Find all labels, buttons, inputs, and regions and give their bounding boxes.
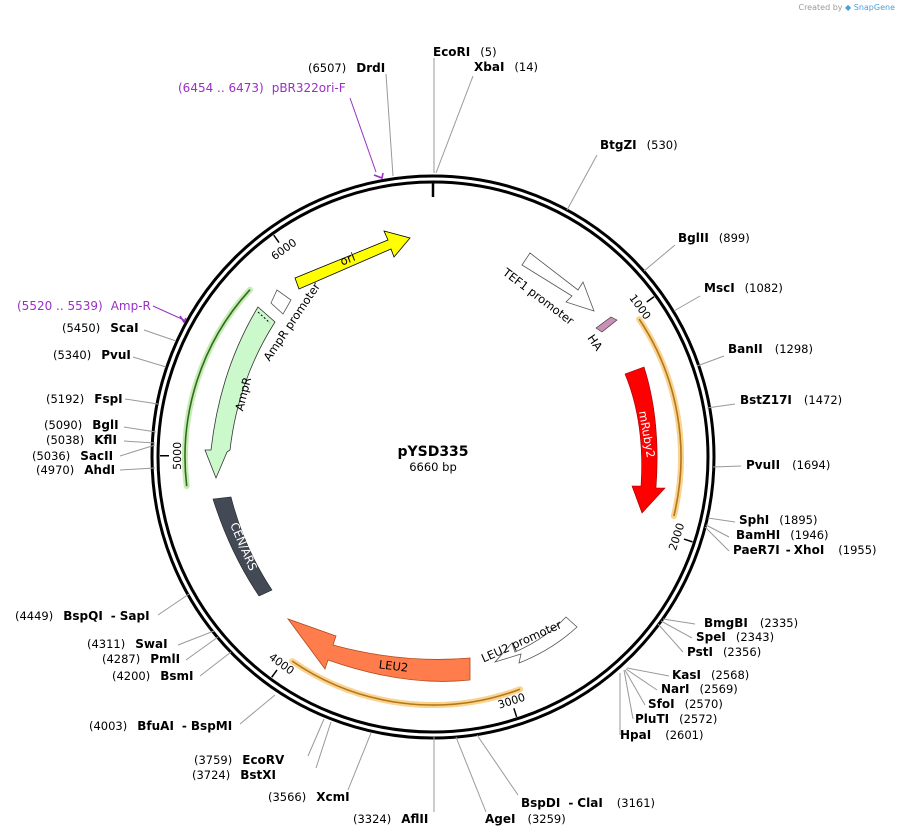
site-bgli[interactable]: (5090)BglI bbox=[44, 418, 119, 432]
tick-label-6000: 6000 bbox=[269, 236, 299, 263]
site-bglii[interactable]: BglII(899) bbox=[678, 231, 750, 245]
feature-highlights bbox=[182, 286, 684, 708]
feature-ori[interactable] bbox=[294, 230, 411, 290]
site-sacii[interactable]: (5036)SacII bbox=[32, 449, 113, 463]
site-hpai[interactable]: HpaI(2601) bbox=[620, 728, 703, 742]
site-scai[interactable]: (5450)ScaI bbox=[62, 321, 139, 335]
label-ha: HA bbox=[585, 332, 606, 354]
site-leader-lines bbox=[119, 58, 742, 813]
feature-ampr-promoter[interactable] bbox=[270, 289, 292, 315]
feature-leu2-promoter[interactable] bbox=[493, 616, 578, 664]
plasmid-length: 6660 bp bbox=[409, 460, 457, 474]
feature-mruby2[interactable] bbox=[624, 366, 666, 514]
tick-6000 bbox=[273, 234, 280, 243]
tick-label-1000: 1000 bbox=[626, 292, 653, 322]
site-pvuii[interactable]: PvuII(1694) bbox=[746, 458, 830, 472]
ampr-junction bbox=[257, 311, 271, 324]
tick-4000 bbox=[271, 669, 278, 678]
tick-label-5000: 5000 bbox=[171, 442, 184, 470]
primer-pbr322ori-f[interactable]: (6454 .. 6473)pBR322ori-F bbox=[178, 81, 346, 95]
site-spei[interactable]: SpeI(2343) bbox=[696, 630, 774, 644]
site-bsmi[interactable]: (4200)BsmI bbox=[112, 669, 194, 683]
credit-text: Created by bbox=[798, 3, 843, 12]
features bbox=[204, 230, 666, 682]
tick-2000 bbox=[683, 538, 693, 543]
backbone bbox=[150, 174, 716, 740]
site-msci[interactable]: MscI(1082) bbox=[704, 281, 783, 295]
site-bmgbi[interactable]: BmgBI(2335) bbox=[704, 616, 798, 630]
backbone-outer bbox=[150, 174, 716, 740]
site-nari[interactable]: NarI(2569) bbox=[661, 682, 738, 696]
primer-markers bbox=[152, 97, 384, 324]
site-swai[interactable]: (4311)SwaI bbox=[87, 637, 168, 651]
site-drdi[interactable]: (6507)DrdI bbox=[308, 61, 385, 75]
site-bamhi[interactable]: BamHI(1946) bbox=[736, 528, 829, 542]
site-paer7i-xhoi[interactable]: PaeR7I-XhoI(1955) bbox=[733, 543, 877, 557]
site-bstz17i[interactable]: BstZ17I(1472) bbox=[740, 393, 842, 407]
site-xcmi[interactable]: (3566)XcmI bbox=[268, 790, 350, 804]
site-kfli[interactable]: (5038)KflI bbox=[46, 433, 117, 447]
highlight-leu2 bbox=[291, 660, 521, 706]
site-ecori[interactable]: EcoRI(5) bbox=[433, 45, 497, 59]
site-bstxi[interactable]: (3724)BstXI bbox=[192, 768, 276, 782]
highlight-ampr bbox=[184, 289, 251, 487]
site-pluti[interactable]: PluTI(2572) bbox=[635, 712, 717, 726]
primer-amp-r[interactable]: (5520 .. 5539)Amp-R bbox=[17, 299, 151, 313]
site-bspdi-clai[interactable]: BspDI-ClaI(3161) bbox=[521, 796, 655, 810]
label-ori: ori bbox=[338, 250, 357, 269]
site-sfoi[interactable]: SfoI(2570) bbox=[648, 697, 723, 711]
site-banii[interactable]: BanII(1298) bbox=[728, 342, 813, 356]
plasmid-name: pYSD335 bbox=[397, 444, 468, 460]
site-btgzi[interactable]: BtgZI(530) bbox=[600, 138, 678, 152]
feature-cen-ars[interactable] bbox=[212, 496, 273, 597]
tick-3000 bbox=[513, 708, 518, 718]
highlight-mruby2 bbox=[638, 318, 682, 517]
credit-brand: SnapGene bbox=[853, 3, 895, 12]
feature-ampr[interactable] bbox=[204, 306, 276, 480]
site-aflii[interactable]: (3324)AflII bbox=[353, 812, 428, 826]
site-sphi[interactable]: SphI(1895) bbox=[739, 513, 818, 527]
snapgene-credit: Created by ◆ SnapGene bbox=[798, 3, 895, 12]
site-ecorv[interactable]: (3759)EcoRV bbox=[194, 753, 285, 767]
site-psti[interactable]: PstI(2356) bbox=[687, 645, 761, 659]
site-pmli[interactable]: (4287)PmlI bbox=[102, 652, 180, 666]
site-bspqi-sapi[interactable]: (4449)BspQI-SapI bbox=[15, 609, 150, 623]
site-kasi[interactable]: KasI(2568) bbox=[672, 668, 749, 682]
feature-leu2[interactable] bbox=[286, 618, 471, 682]
site-xbai[interactable]: XbaI(14) bbox=[474, 60, 538, 74]
site-ahdi[interactable]: (4970)AhdI bbox=[36, 463, 115, 477]
tick-label-4000: 4000 bbox=[266, 650, 296, 677]
site-agei[interactable]: AgeI(3259) bbox=[485, 812, 566, 826]
site-pvui[interactable]: (5340)PvuI bbox=[53, 348, 131, 362]
feature-tef1-promoter[interactable] bbox=[521, 252, 595, 312]
feature-ha[interactable] bbox=[595, 316, 618, 333]
site-fspi[interactable]: (5192)FspI bbox=[46, 392, 123, 406]
snapgene-logo-icon: ◆ bbox=[845, 3, 852, 12]
restriction-site-labels: EcoRI(5) XbaI(14) BtgZI(530) BglII(899) … bbox=[15, 45, 877, 826]
tick-label-2000: 2000 bbox=[666, 521, 687, 552]
site-bfuai-bspmi[interactable]: (4003)BfuAI-BspMI bbox=[89, 719, 232, 733]
label-leu2: LEU2 bbox=[378, 657, 409, 674]
tick-1000 bbox=[646, 296, 655, 303]
